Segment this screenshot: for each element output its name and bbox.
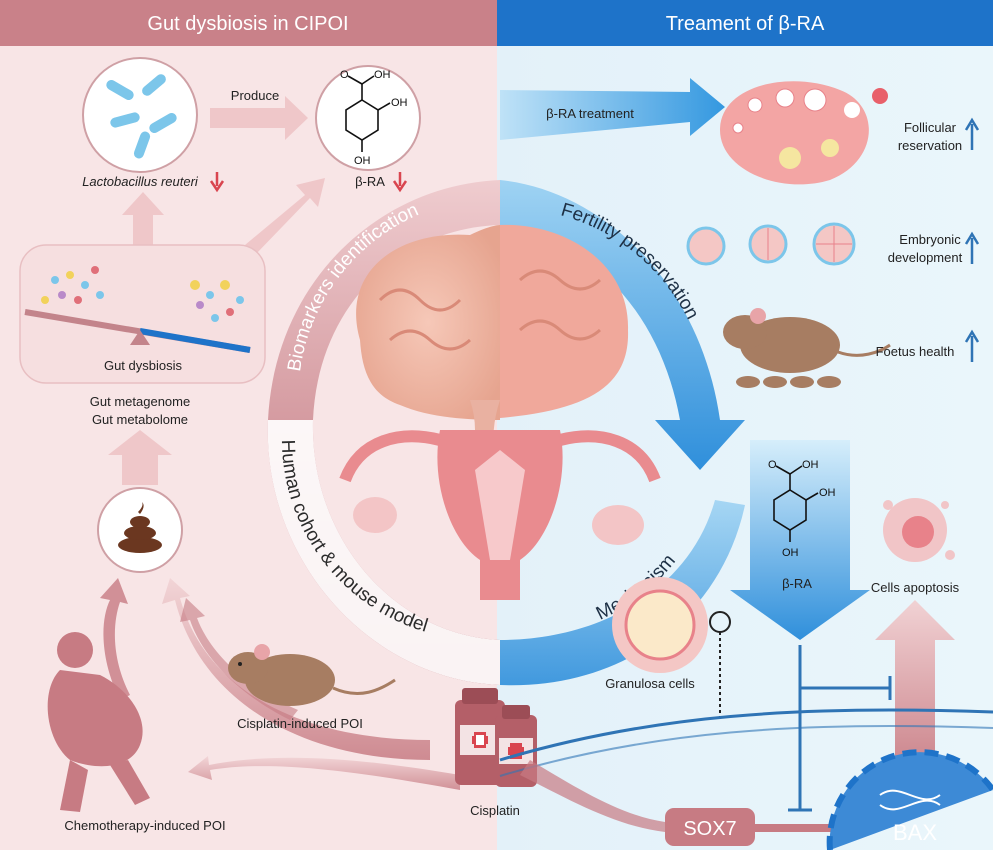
cisplatin-poi-label: Cisplatin-induced POI [237, 716, 363, 731]
brain-illustration [356, 224, 629, 460]
bra-right-label: β-RA [782, 576, 812, 591]
bra-inhibit-sox7-line [788, 645, 812, 812]
bra-right-chem-oh1: OH [802, 459, 819, 471]
right-header-bar [497, 0, 993, 46]
sox7-to-bax-arrow [740, 815, 858, 841]
dna-icon [879, 789, 941, 811]
patient-silhouette [47, 632, 150, 812]
cisplatin-to-chemo-arrow [188, 756, 460, 790]
bra-right-chem-oh3: OH [782, 547, 799, 559]
follicular-label-1: Follicular [904, 120, 957, 135]
left-header-bar [0, 0, 497, 46]
gut-to-lactobacillus-arrow [122, 192, 164, 245]
granulosa-cell-illustration [612, 577, 708, 673]
bra-chem-o: O [340, 69, 349, 81]
bra-chem-oh2: OH [391, 97, 408, 109]
bra-down-arrow [392, 172, 408, 193]
mouse-curved-arrow [180, 598, 298, 720]
seesaw-beam-blue [139, 328, 251, 353]
bra-down-big-arrow [730, 440, 870, 640]
bra-treatment-label: β-RA treatment [546, 106, 634, 121]
cell-membrane-inner [499, 724, 993, 777]
granulosa-label: Granulosa cells [605, 676, 695, 691]
embryonic-label-2: development [888, 250, 963, 265]
embryonic-up-arrow [964, 231, 980, 264]
bax-to-apoptosis-arrow [875, 600, 955, 790]
fertility-arc-arrow [500, 180, 745, 470]
cisplatin-to-feces-arrow [162, 578, 430, 760]
sox7-label: SOX7 [683, 818, 736, 840]
uterus-illustration [339, 430, 661, 600]
feces-icon [118, 502, 162, 553]
apoptotic-cell-illustration [883, 498, 955, 562]
embryonic-label-1: Embryonic [899, 232, 961, 247]
bra-molecule-circle [315, 65, 421, 171]
left-up-arrow [108, 430, 172, 485]
bax-label: BAX [893, 820, 937, 845]
produce-arrow [210, 96, 308, 140]
bra-chem-oh1: OH [374, 69, 391, 81]
bra-left-label: β-RA [355, 174, 385, 189]
chemo-poi-label: Chemotherapy-induced POI [64, 818, 225, 833]
embryo-illustrations [686, 222, 856, 266]
lactobacillus-down-arrow [209, 172, 225, 193]
bra-treatment-arrow [500, 78, 725, 140]
mechanism-arc-arrow [500, 500, 745, 686]
bra-right-chem-o: O [768, 459, 777, 471]
sox7-box [665, 808, 755, 846]
gut-to-bra-arrow [245, 178, 325, 255]
gut-metagenome-label: Gut metagenome [90, 394, 190, 409]
bra-chem-oh3: OH [354, 155, 371, 167]
mouse-family-illustration [723, 308, 891, 388]
foetus-up-arrow [964, 329, 980, 362]
follicular-up-arrow [964, 117, 980, 150]
seesaw-fulcrum [130, 330, 150, 345]
chemo-arrow-up [100, 578, 130, 700]
follicular-label-2: reservation [898, 138, 962, 153]
cisplatin-to-sox7-arrow [520, 760, 665, 832]
mouse-left-illustration [228, 644, 396, 706]
cell-membrane [499, 708, 993, 762]
ovary-illustration [720, 81, 888, 185]
left-header-title: Gut dysbiosis in CIPOI [147, 13, 348, 35]
bra-molecule-structure-right [773, 465, 819, 542]
microbiota-cluster-left [41, 266, 104, 304]
gut-dysbiosis-box [19, 244, 266, 384]
bra-molecule-structure [345, 75, 391, 152]
right-header-title: Treament of β-RA [666, 13, 825, 35]
bra-inhibit-apoptosis-line [800, 676, 892, 700]
bra-right-chem-oh2: OH [819, 487, 836, 499]
bacteria-icon [106, 74, 177, 159]
microbiota-cluster-right [190, 280, 244, 322]
apoptosis-label: Cells apoptosis [871, 580, 960, 595]
foetus-label: Foetus health [876, 344, 955, 359]
gut-dysbiosis-label: Gut dysbiosis [104, 358, 183, 373]
produce-label: Produce [231, 88, 279, 103]
lactobacillus-label: Lactobacillus reuteri [82, 174, 199, 189]
bax-nucleus [826, 749, 993, 851]
cisplatin-label: Cisplatin [470, 803, 520, 818]
white-ring-segment [267, 420, 500, 685]
gut-metabolome-label: Gut metabolome [92, 412, 188, 427]
